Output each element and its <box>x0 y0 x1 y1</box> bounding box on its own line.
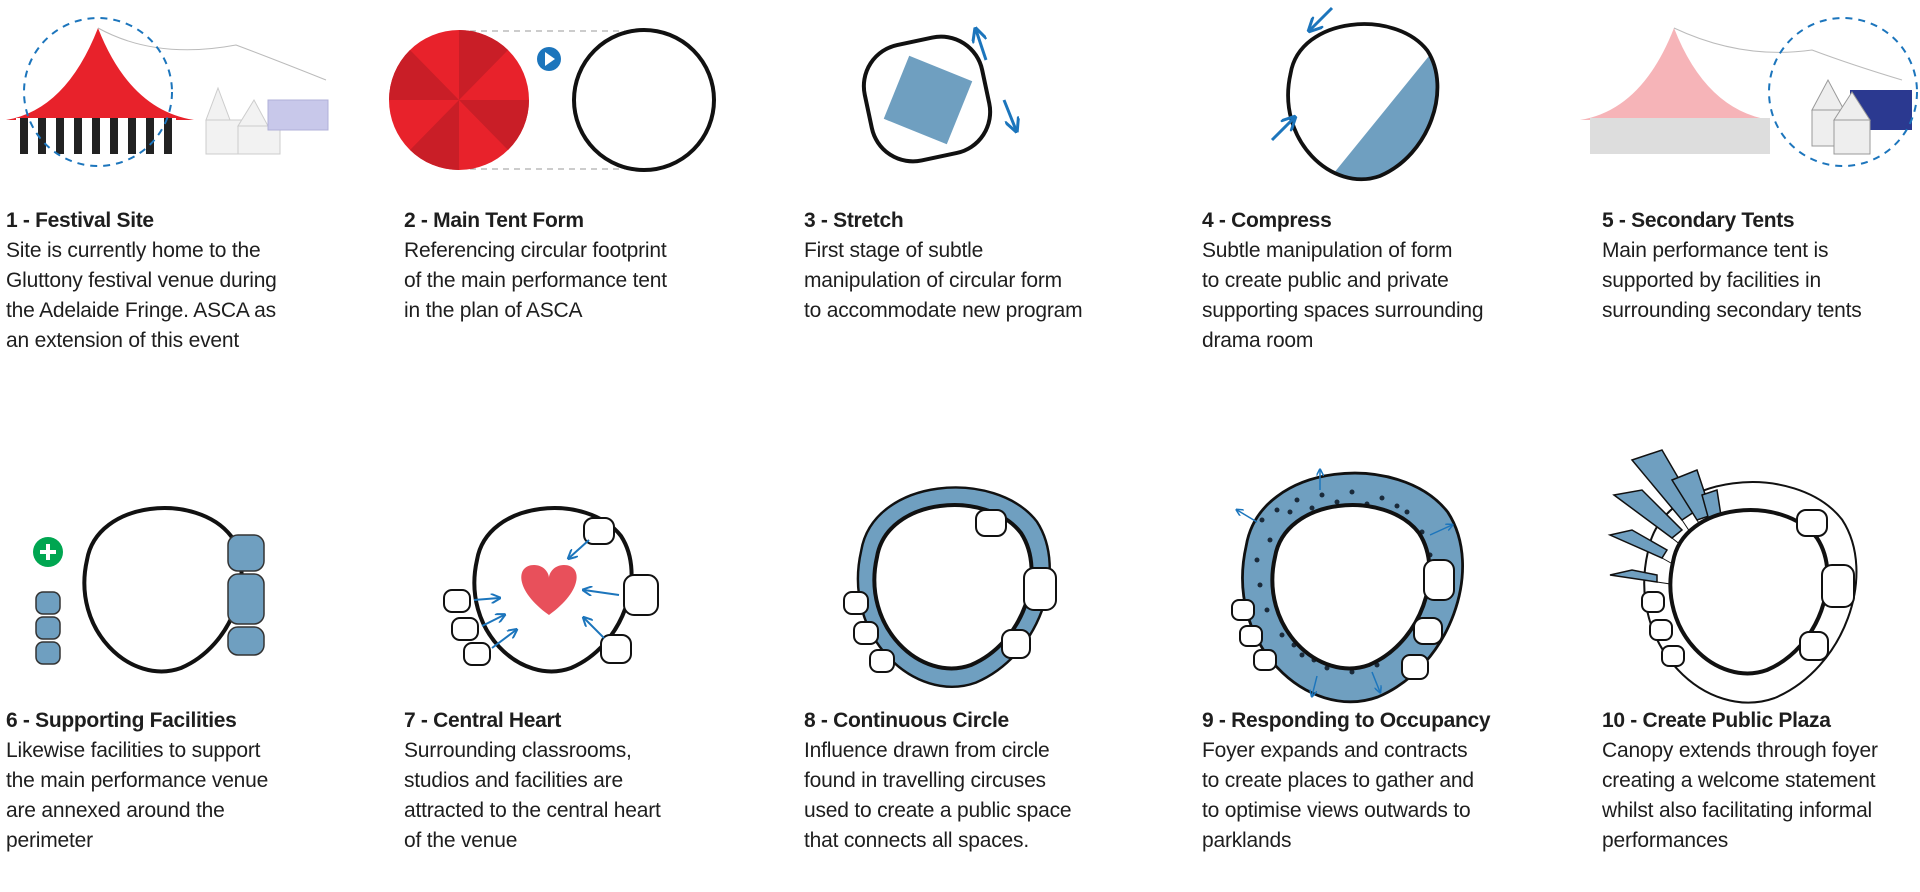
step-text: Site is currently home to the <box>6 239 261 262</box>
stretch-illustration <box>861 0 1204 164</box>
arrow-icon <box>1002 99 1016 130</box>
secondary-tents-icon <box>205 86 329 155</box>
step-text: Influence drawn from circle <box>804 739 1050 762</box>
arrow-icon <box>473 539 620 649</box>
step-title: 9 - Responding to Occupancy <box>1202 709 1491 732</box>
step-text: an extension of this event <box>6 329 239 352</box>
arrow-icon <box>976 30 988 61</box>
step-text: Canopy extends through foyer <box>1602 739 1878 762</box>
step-4-compress: 4 - Compress Subtle manipulation of form… <box>1202 0 1602 360</box>
step-text: whilst also facilitating informal <box>1602 799 1873 822</box>
secondary-tents-icon <box>1811 78 1912 155</box>
circle-outline <box>572 28 716 172</box>
step-text: that connects all spaces. <box>804 829 1029 852</box>
step-10-create-public-plaza: 10 - Create Public Plaza Canopy extends … <box>1602 440 1920 892</box>
continuous-circle-illustration <box>843 486 1057 688</box>
step-title: 5 - Secondary Tents <box>1602 209 1795 232</box>
main-tent-icon <box>6 28 194 154</box>
facility-blocks <box>1231 559 1455 680</box>
step-text: found in travelling circuses <box>804 769 1046 792</box>
step-text: supporting spaces surrounding <box>1202 299 1484 322</box>
step-text: attracted to the central heart <box>404 799 661 822</box>
step-text: of the venue <box>404 829 518 852</box>
step-5-secondary-tents: 5 - Secondary Tents Main performance ten… <box>1580 0 1920 360</box>
main-tent-form-illustration <box>389 28 716 172</box>
step-title: 10 - Create Public Plaza <box>1602 709 1831 732</box>
focus-circle <box>1768 17 1918 167</box>
play-arrow-icon <box>537 47 561 71</box>
secondary-tents-illustration <box>1580 17 1918 167</box>
step-text: drama room <box>1202 329 1314 352</box>
step-text: studios and facilities are <box>404 769 623 792</box>
step-text: surrounding secondary tents <box>1602 299 1862 322</box>
focus-circle <box>23 17 173 167</box>
occupancy-illustration <box>1231 440 1464 704</box>
add-icon <box>33 537 63 567</box>
arrow-icon <box>1270 118 1294 142</box>
step-text: perimeter <box>6 829 93 852</box>
step-text: performances <box>1602 829 1728 852</box>
facility-blocks <box>35 534 265 665</box>
step-text: used to create a public space <box>804 799 1072 822</box>
facility-blocks <box>1641 509 1855 667</box>
supporting-facilities-illustration <box>33 506 265 674</box>
facility-blocks <box>843 509 1057 673</box>
central-heart-illustration <box>443 506 659 674</box>
step-text: Surrounding classrooms, <box>404 739 632 762</box>
step-3-stretch: 3 - Stretch First stage of subtle manipu… <box>804 0 1204 360</box>
step-text: are annexed around the <box>6 799 225 822</box>
step-text: supported by facilities in <box>1602 269 1821 292</box>
step-text: Referencing circular footprint <box>404 239 667 262</box>
step-text: Main performance tent is <box>1602 239 1829 262</box>
step-text: manipulation of circular form <box>804 269 1062 292</box>
step-7-central-heart: 7 - Central Heart Surrounding classrooms… <box>404 440 804 892</box>
step-text: Likewise facilities to support <box>6 739 261 762</box>
step-title: 3 - Stretch <box>804 209 904 232</box>
step-text: Foyer expands and contracts <box>1202 739 1468 762</box>
step-text: of the main performance tent <box>404 269 667 292</box>
facility-blocks <box>443 517 659 666</box>
heart-icon <box>521 565 577 615</box>
step-title: 2 - Main Tent Form <box>404 209 584 232</box>
arrow-icon <box>1237 470 1452 696</box>
step-text: to create places to gather and <box>1202 769 1474 792</box>
arrow-icon <box>1310 6 1334 30</box>
step-title: 1 - Festival Site <box>6 209 154 232</box>
step-text: First stage of subtle <box>804 239 984 262</box>
step-text: to accommodate new program <box>804 299 1083 322</box>
red-tent-plan <box>389 29 529 170</box>
program-square <box>883 55 973 145</box>
step-6-supporting-facilities: 6 - Supporting Facilities Likewise facil… <box>6 440 406 892</box>
compress-illustration <box>1270 6 1440 182</box>
step-title: 6 - Supporting Facilities <box>6 709 237 732</box>
step-title: 7 - Central Heart <box>404 709 562 732</box>
step-text: Subtle manipulation of form <box>1202 239 1453 262</box>
step-text: to optimise views outwards to <box>1202 799 1471 822</box>
private-space <box>1312 40 1438 180</box>
step-text: in the plan of ASCA <box>404 299 583 322</box>
step-2-main-tent-form: 2 - Main Tent Form Referencing circular … <box>389 0 804 360</box>
festival-site-illustration <box>6 17 329 167</box>
step-text: creating a welcome statement <box>1602 769 1876 792</box>
step-9-responding-to-occupancy: 9 - Responding to Occupancy Foyer expand… <box>1202 440 1602 892</box>
step-text: the main performance venue <box>6 769 269 792</box>
step-text: the Adelaide Fringe. ASCA as <box>6 299 276 322</box>
step-8-continuous-circle: 8 - Continuous Circle Influence drawn fr… <box>804 440 1204 892</box>
public-plaza-illustration <box>1607 449 1858 704</box>
step-title: 8 - Continuous Circle <box>804 709 1009 732</box>
step-text: Gluttony festival venue during <box>6 269 277 292</box>
canopy <box>1607 449 1723 583</box>
step-text: to create public and private <box>1202 269 1449 292</box>
step-text: parklands <box>1202 829 1292 852</box>
step-1-festival-site: 1 - Festival Site Site is currently home… <box>6 0 406 360</box>
step-title: 4 - Compress <box>1202 209 1332 232</box>
